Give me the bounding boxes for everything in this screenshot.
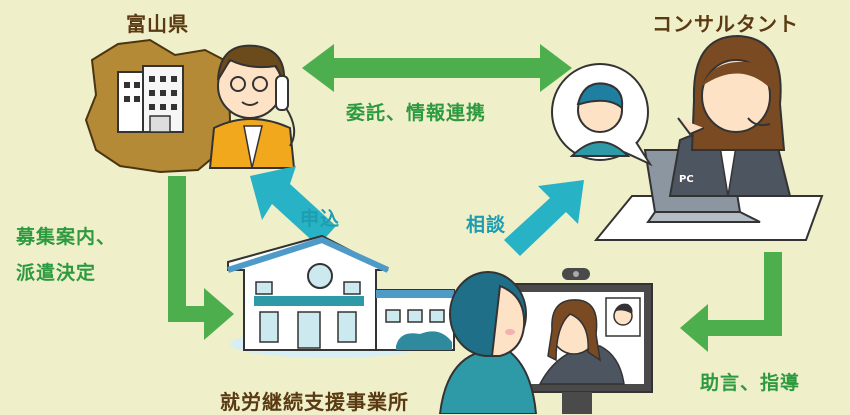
client-speech-bubble	[551, 63, 653, 167]
consultant-person-icon	[668, 34, 792, 197]
client-person-icon	[438, 271, 538, 414]
advice-label: 助言、指導	[700, 372, 801, 394]
commission-double-arrow	[302, 44, 572, 92]
consultant-label: コンサルタント	[652, 12, 799, 36]
apply-arrow	[250, 166, 336, 246]
apply-label: 申込	[300, 208, 341, 230]
recruit-arrow	[168, 176, 234, 340]
official-person-icon	[208, 44, 296, 169]
recruit-label-line1: 募集案内、	[16, 226, 117, 248]
commission-label: 委託、情報連携	[346, 102, 487, 124]
video-monitor-icon	[499, 268, 653, 414]
advice-arrow	[680, 252, 782, 352]
government-building-icon	[117, 65, 184, 133]
office-label: 就労継続支援事業所	[220, 390, 409, 414]
consult-arrow	[504, 180, 584, 256]
consult-label: 相談	[466, 214, 507, 236]
pc-label: PC	[679, 174, 694, 185]
facility-building-icon	[227, 234, 455, 358]
toyama-label: 富山県	[126, 12, 189, 36]
recruit-label-line2: 派遣決定	[16, 262, 97, 284]
